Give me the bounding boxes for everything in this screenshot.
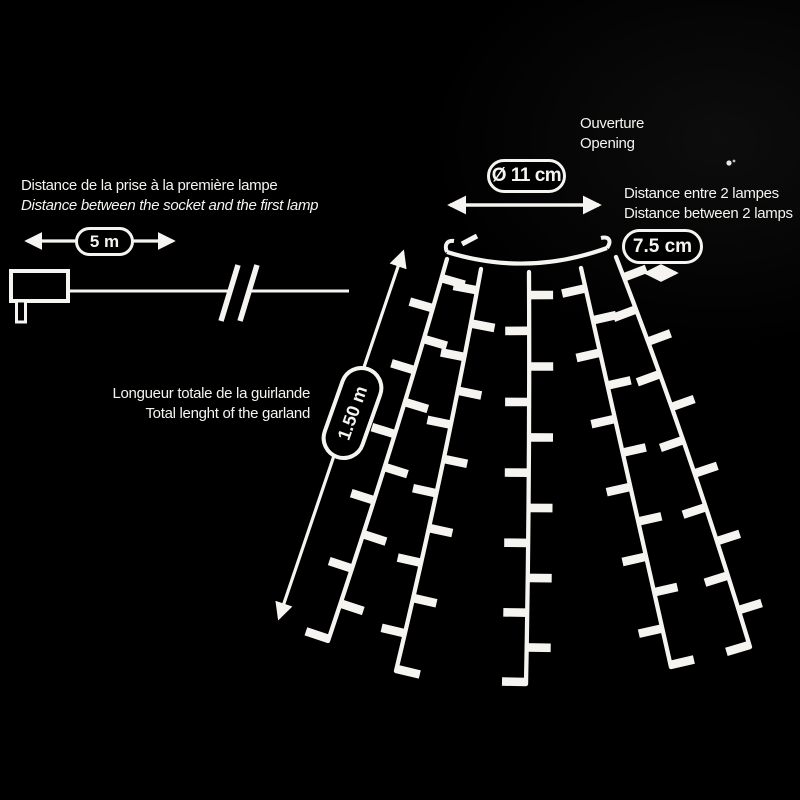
- lamp-spacing-value-pill: 7.5 cm: [622, 229, 703, 264]
- socket-distance-label: Distance de la prise à la première lampe…: [21, 176, 319, 216]
- lamp: [390, 359, 416, 375]
- socket-distance-label-en: Distance between the socket and the firs…: [21, 197, 319, 214]
- plug-icon: [9, 269, 70, 324]
- lamp: [456, 386, 483, 400]
- lamp: [653, 582, 679, 597]
- total-length-label: Longueur totale de la guirlande Total le…: [60, 384, 310, 424]
- garland-strand: [304, 256, 466, 644]
- lamp: [591, 310, 618, 325]
- lamp: [408, 297, 435, 313]
- lamp: [426, 415, 452, 429]
- lamp: [470, 319, 496, 333]
- lamp: [396, 553, 423, 567]
- lamp: [659, 436, 685, 452]
- lamp: [327, 557, 354, 573]
- lamp: [349, 489, 376, 505]
- lamp: [693, 461, 719, 478]
- lamp: [304, 627, 331, 643]
- lamp: [370, 422, 397, 439]
- cable-break-icon: [218, 264, 260, 322]
- print-speck: [726, 160, 732, 166]
- opening-ring: [443, 233, 612, 266]
- socket-distance-label-fr: Distance de la prise à la première lampe: [21, 177, 278, 194]
- lamp-spacing-label: Distance entre 2 lampes Distance between…: [624, 184, 793, 224]
- lamp: [403, 397, 430, 414]
- lamp: [669, 655, 695, 670]
- lamp: [395, 664, 421, 679]
- lamp: [442, 454, 469, 469]
- total-length-label-fr: Longueur totale de la guirlande: [112, 385, 310, 402]
- garland-strand: [561, 265, 695, 670]
- lamp-spacing-label-en: Distance between 2 lamps: [624, 205, 793, 222]
- lamp: [422, 334, 449, 350]
- lamp: [561, 284, 587, 298]
- opening-label: Ouverture Opening: [580, 114, 644, 154]
- lamp: [635, 370, 662, 387]
- lamp: [380, 623, 406, 638]
- lamp-spacing-label-fr: Distance entre 2 lampes: [624, 185, 779, 202]
- lamp: [681, 503, 708, 519]
- lamp: [612, 305, 638, 322]
- lamp: [383, 462, 409, 479]
- opening-label-en: Opening: [580, 135, 635, 152]
- garland-strand: [501, 269, 554, 687]
- lamp: [621, 443, 647, 457]
- lamp: [427, 523, 454, 538]
- lamp: [361, 530, 388, 546]
- lamp: [637, 512, 663, 526]
- opening-label-fr: Ouverture: [580, 115, 644, 132]
- garland-strand: [612, 254, 763, 657]
- lamp: [339, 599, 365, 616]
- lamp: [715, 529, 742, 546]
- lamp: [725, 640, 751, 657]
- lamp: [501, 677, 527, 687]
- opening-value-pill: Ø 11 cm: [487, 159, 566, 193]
- lamp: [452, 281, 478, 295]
- garland-strand: [380, 266, 496, 679]
- lamp: [412, 593, 438, 608]
- lamp: [621, 552, 647, 567]
- lamp: [575, 348, 601, 363]
- lamp: [412, 483, 438, 498]
- print-speck: [732, 159, 736, 163]
- total-length-label-en: Total lenght of the garland: [145, 405, 310, 422]
- lamp: [737, 598, 763, 615]
- socket-distance-value-pill: 5 m: [75, 227, 134, 256]
- lamp: [606, 376, 632, 390]
- lamp: [622, 264, 648, 282]
- lamp: [646, 329, 672, 346]
- lamp: [637, 624, 664, 638]
- lamp: [670, 394, 696, 412]
- garland-strands: [304, 254, 763, 687]
- lamp: [440, 348, 466, 362]
- lamp: [703, 571, 730, 587]
- lamp: [605, 482, 632, 497]
- lamp: [590, 414, 616, 429]
